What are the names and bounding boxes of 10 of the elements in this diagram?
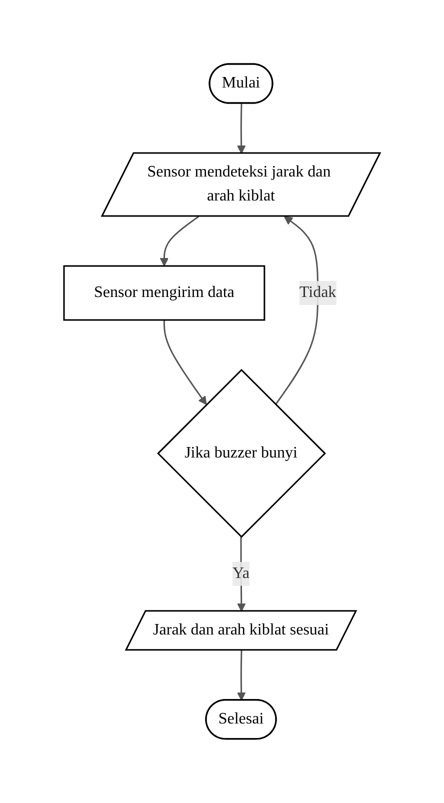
arrow xyxy=(236,104,246,154)
arrow xyxy=(237,536,246,612)
edge-label: Tidak xyxy=(299,284,336,302)
node-box: Sensor mengirim data xyxy=(63,265,266,321)
arrow xyxy=(274,216,319,406)
edge-label: Ya xyxy=(232,564,250,582)
arrow xyxy=(163,320,207,406)
arrow xyxy=(160,216,200,266)
arrow xyxy=(236,650,246,701)
node-diamond: Jika buzzer bunyi xyxy=(157,369,326,538)
